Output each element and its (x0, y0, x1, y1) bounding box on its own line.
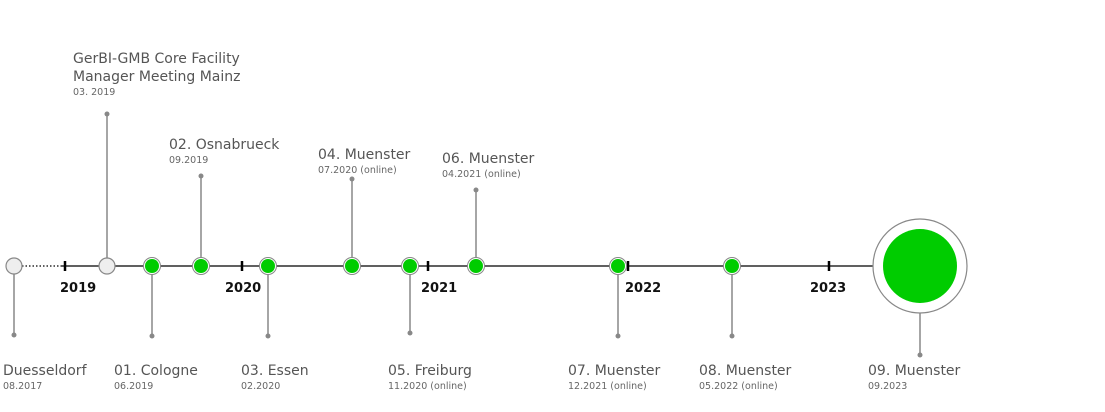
event-marker-done (611, 259, 625, 273)
event-marker-past (98, 257, 116, 275)
event-title: 08. Muenster (699, 363, 792, 379)
event-label-e04: 04. Muenster 07.2020 (online) (318, 146, 410, 177)
event-title: 07. Muenster (568, 363, 661, 379)
event-date: 09.2019 (169, 155, 209, 166)
year-label: 2019 (60, 281, 97, 296)
year-label: 2020 (225, 281, 262, 296)
year-label: 2023 (810, 281, 847, 296)
connector-end-dot (615, 333, 621, 339)
event-marker-done (725, 259, 739, 273)
event-label-e05: 05. Freiburg 11.2020 (online) (388, 362, 472, 393)
event-title: 06. Muenster (442, 151, 535, 167)
year-label: 2021 (421, 281, 458, 296)
event-date: 05.2022 (online) (699, 381, 778, 392)
connector-end-dot (104, 111, 110, 117)
event-marker-done (345, 259, 359, 273)
event-label-e08: 08. Muenster 05.2022 (online) (699, 362, 791, 393)
event-marker-done (261, 259, 275, 273)
event-label-gerbi: GerBI-GMB Core Facility Manager Meeting … (73, 50, 240, 99)
year-label: 2022 (625, 281, 662, 296)
connector-end-dot (407, 330, 413, 336)
event-date: 07.2020 (online) (318, 165, 397, 176)
event-date: 08.2017 (3, 381, 43, 392)
event-title: 09. Muenster (868, 363, 961, 379)
event-date: 09.2023 (868, 381, 908, 392)
event-marker-done (403, 259, 417, 273)
connector-end-dot (198, 173, 204, 179)
event-title: 01. Cologne (114, 363, 198, 379)
event-date: 06.2019 (114, 381, 154, 392)
event-marker-done (145, 259, 159, 273)
event-label-e07: 07. Muenster 12.2021 (online) (568, 362, 660, 393)
event-title: Duesseldorf (3, 363, 87, 379)
event-title: GerBI-GMB Core Facility Manager Meeting … (73, 51, 241, 85)
connector-end-dot (473, 187, 479, 193)
event-date: 03. 2019 (73, 87, 116, 98)
event-marker-past (5, 257, 23, 275)
event-label-e09: 09. Muenster 09.2023 (868, 362, 960, 393)
connector-end-dot (729, 333, 735, 339)
connector-end-dot (349, 176, 355, 182)
event-title: 02. Osnabrueck (169, 137, 280, 153)
connector-end-dot (265, 333, 271, 339)
event-label-e02: 02. Osnabrueck 09.2019 (169, 136, 279, 167)
event-title: 05. Freiburg (388, 363, 472, 379)
connector-end-dot (149, 333, 155, 339)
event-title: 04. Muenster (318, 147, 411, 163)
event-label-e01: 01. Cologne 06.2019 (114, 362, 198, 393)
event-label-e06: 06. Muenster 04.2021 (online) (442, 150, 534, 181)
event-date: 04.2021 (online) (442, 169, 521, 180)
event-date: 02.2020 (241, 381, 281, 392)
event-marker-done (194, 259, 208, 273)
event-title: 03. Essen (241, 363, 309, 379)
event-date: 11.2020 (online) (388, 381, 467, 392)
current-event-marker (883, 229, 957, 303)
event-date: 12.2021 (online) (568, 381, 647, 392)
connector-end-dot (11, 332, 17, 338)
event-label-duesseldorf: Duesseldorf 08.2017 (3, 362, 87, 393)
event-marker-done (469, 259, 483, 273)
connector-end-dot (917, 352, 923, 358)
event-label-e03: 03. Essen 02.2020 (241, 362, 309, 393)
